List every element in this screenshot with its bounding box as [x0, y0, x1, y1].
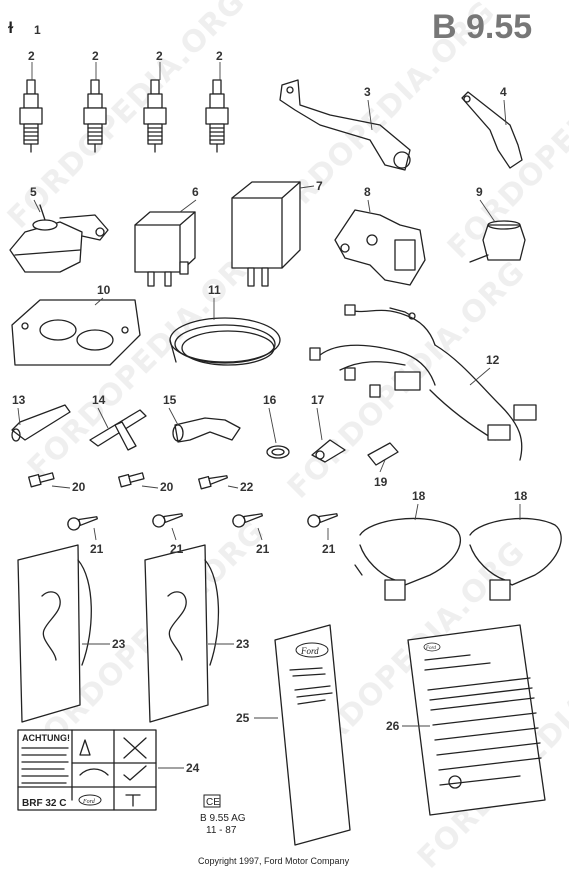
- callout-number: 2: [216, 49, 223, 63]
- owners-booklet: Ford: [274, 624, 351, 846]
- callout-number: 2: [28, 49, 35, 63]
- callout-leader-line: [316, 407, 323, 441]
- callout-number: 2: [92, 49, 99, 63]
- callout-leader-line: [97, 407, 109, 429]
- callout-number: 21: [256, 542, 270, 556]
- callout-number: 18: [412, 489, 426, 503]
- warning-title: ACHTUNG!: [22, 733, 70, 743]
- callout-number: 12: [486, 353, 500, 367]
- callout-leader-line: [503, 99, 507, 126]
- screw-icon: [28, 472, 338, 531]
- solenoid-valve-icon: [334, 209, 426, 286]
- vacuum-canister-icon: [469, 220, 526, 263]
- callout-number: 15: [163, 393, 177, 407]
- callout-number: 26: [386, 719, 400, 733]
- callout-number: 5: [30, 185, 37, 199]
- callout-leader-line: [51, 485, 71, 489]
- callout-number: 21: [170, 542, 184, 556]
- callout-number: 22: [240, 480, 254, 494]
- callout-number: 7: [316, 179, 323, 193]
- callout-number: 16: [263, 393, 277, 407]
- wiring-harness-icon: [309, 304, 537, 461]
- callout-number: 18: [514, 489, 528, 503]
- spark-plug-icon: [19, 79, 229, 153]
- elbow-hose-icon: [172, 417, 241, 443]
- callout-number: 3: [364, 85, 371, 99]
- callout-leader-line: [414, 503, 419, 521]
- page-code: B 9.55: [432, 8, 532, 46]
- ring-terminal-icon: [311, 439, 346, 463]
- callout-number: 8: [364, 185, 371, 199]
- washer-icon: [266, 445, 290, 459]
- relay-icon: [134, 211, 196, 287]
- callout-number: 21: [90, 542, 104, 556]
- large-relay-icon: [231, 181, 301, 287]
- bracket-arm-icon: [279, 79, 411, 171]
- vacuum-valve-icon: [9, 204, 109, 273]
- bag-icon: [17, 544, 220, 723]
- callout-leader-line: [469, 367, 491, 386]
- callout-number: 2: [156, 49, 163, 63]
- copyright: Copyright 1997, Ford Motor Company: [198, 856, 350, 866]
- callout-leader-line: [141, 485, 159, 489]
- sleeve-icon: [367, 442, 399, 466]
- callout-number: 14: [92, 393, 106, 407]
- callout-leader-line: [93, 527, 97, 541]
- callout-number: 1: [34, 23, 41, 37]
- t-connector-icon: [89, 409, 147, 451]
- callout-leader-line: [168, 407, 179, 426]
- callout-leader-line: [94, 297, 104, 306]
- callout-number: 23: [236, 637, 250, 651]
- callout-number: 23: [112, 637, 126, 651]
- stamp-box: CE: [206, 797, 220, 808]
- callout-leader-line: [268, 407, 277, 444]
- ford-logo: Ford: [82, 799, 96, 805]
- callout-number: 17: [311, 393, 325, 407]
- booklet-ford-logo: Ford: [300, 646, 319, 656]
- coiled-hose-icon: [169, 317, 281, 366]
- callout-leader-line: [257, 527, 263, 541]
- callout-number: 4: [500, 85, 507, 99]
- callout-leader-line: [17, 407, 21, 426]
- callout-number: 21: [322, 542, 336, 556]
- callout-number: 13: [12, 393, 26, 407]
- callout-leader-line: [299, 185, 315, 189]
- warning-label: ACHTUNG! BRF 32 C Ford: [17, 729, 157, 811]
- callout-leader-line: [379, 459, 386, 473]
- callout-leader-line: [227, 485, 239, 489]
- callout-leader-line: [179, 199, 197, 213]
- callout-number: 25: [236, 711, 250, 725]
- small-bracket-icon: [461, 91, 523, 169]
- drawing-stamp: CE B 9.55 AG 11 - 87: [200, 794, 246, 836]
- certificate-letter: Ford: [407, 624, 546, 816]
- callout-leader-line: [479, 199, 496, 223]
- callout-leader-line: [33, 199, 41, 213]
- stamp-date: 11 - 87: [206, 825, 237, 836]
- callout-number: 11: [208, 283, 221, 297]
- callout-number: 20: [160, 480, 174, 494]
- callout-number: 9: [476, 185, 483, 199]
- callout-number: 10: [97, 283, 111, 297]
- mark-symbol: ɫ: [8, 20, 14, 37]
- hose-connector-straight-icon: [11, 404, 71, 442]
- callout-number: 6: [192, 185, 199, 199]
- callout-leader-line: [171, 527, 177, 541]
- carburetor-gasket-icon: [11, 299, 141, 366]
- callout-number: 19: [374, 475, 388, 489]
- callout-number: 24: [186, 761, 200, 775]
- stamp-code: B 9.55 AG: [200, 813, 246, 824]
- callout-leader-line: [367, 199, 371, 213]
- callout-leader-line: [367, 99, 373, 131]
- hose-clamp-icon: [354, 517, 562, 601]
- callout-number: 20: [72, 480, 86, 494]
- label-code: BRF 32 C: [22, 798, 66, 809]
- letter-ford-logo: Ford: [425, 646, 436, 651]
